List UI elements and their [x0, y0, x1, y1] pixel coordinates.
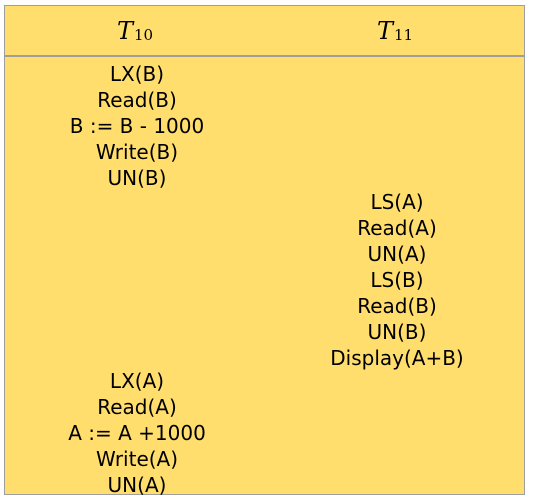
- t11-stmt: UN(B): [367, 320, 427, 344]
- t11-stmt: Read(B): [357, 294, 437, 318]
- t11-stmt: Display(A+B): [330, 346, 464, 370]
- t10-stmt: UN(B): [107, 166, 167, 190]
- header-t11-name: T: [376, 16, 393, 45]
- t10-stmt: Write(B): [95, 140, 179, 164]
- header-t10-sub: 10: [133, 25, 154, 44]
- t11-stmt: Read(A): [357, 216, 437, 240]
- t10-block-2: LX(A) Read(A) A := A +1000 Write(A) UN(A…: [7, 368, 267, 498]
- t10-stmt: A := A +1000: [68, 421, 206, 445]
- t11-block: LS(A) Read(A) UN(A) LS(B) Read(B) UN(B) …: [267, 189, 527, 371]
- header-t10-name: T: [116, 16, 133, 45]
- t11-stmt: UN(A): [367, 242, 427, 266]
- t10-block-1: LX(B) Read(B) B := B - 1000 Write(B) UN(…: [7, 61, 267, 191]
- t11-stmt: LS(A): [370, 190, 424, 214]
- t10-stmt: B := B - 1000: [69, 114, 205, 138]
- header-t11-sub: 11: [393, 25, 414, 44]
- t10-stmt: LX(B): [109, 62, 165, 86]
- t10-stmt: Read(A): [97, 395, 177, 419]
- t10-stmt: Write(A): [95, 447, 179, 471]
- t10-stmt: LX(A): [109, 369, 165, 393]
- t10-stmt: UN(A): [107, 473, 167, 497]
- t10-stmt: Read(B): [97, 88, 177, 112]
- t11-stmt: LS(B): [370, 268, 424, 292]
